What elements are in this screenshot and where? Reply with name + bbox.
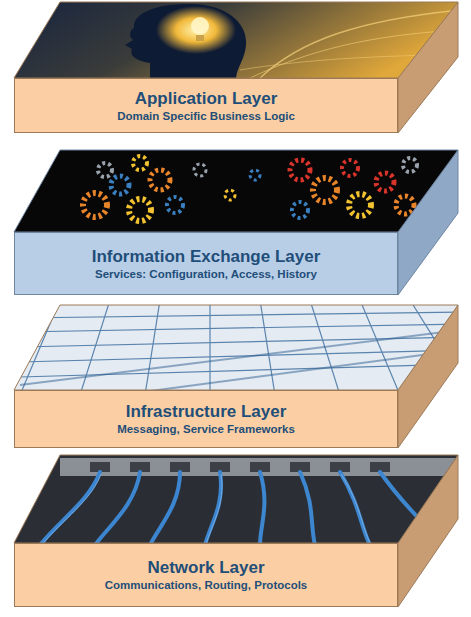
layer-title: Network Layer [147,558,264,578]
information-exchange-slab-part-part-part [250,170,260,180]
application-slab-part [0,0,471,80]
infrastructure-slab-part-part-part [209,300,210,395]
information-exchange-slab-part-part-part [292,202,308,218]
information-exchange-slab [0,145,471,295]
application-slab-part-part [0,0,471,80]
infrastructure-slab-part-part-part [360,300,400,395]
infrastructure-slab-part-part-part [20,330,460,385]
information-exchange-slab-part-part-part [83,193,107,217]
infrastructure-slab-part-part-part [260,300,275,395]
information-exchange-slab-part-part-part [225,190,235,200]
network-slab-part-part-part [341,474,371,545]
layer-title: Infrastructure Layer [126,402,287,422]
network-slab-part-part-part [300,472,315,545]
infrastructure-slab-part-part-part [20,312,460,318]
network-slab-part-part [0,450,471,545]
layer-front-face: Infrastructure LayerMessaging, Service F… [14,390,398,448]
network-slab-part-part-part [40,472,100,545]
network-slab-part-part-part [205,472,221,545]
application-slab-part-part [125,4,246,80]
infrastructure-slab-part-part-part [20,350,460,362]
infrastructure-slab-part [0,300,471,395]
layer-front-face: Application LayerDomain Specific Busines… [14,78,398,133]
information-exchange-slab-part-part-part [133,156,147,170]
layer-front-face: Information Exchange LayerServices: Conf… [14,232,398,295]
information-exchange-slab-part-part-part [313,178,337,202]
infrastructure-slab-part-part-part [80,300,110,395]
layer-subtitle: Messaging, Service Frameworks [117,422,295,436]
infrastructure-slab-part-part-part [120,350,460,395]
application-slab-part-part [260,10,460,78]
application-slab-part-part [156,6,236,54]
layer-title: Application Layer [135,89,278,109]
information-exchange-slab-part-part-part [98,163,112,177]
information-exchange-slab-part-part-part [290,160,310,180]
network-slab-part-part [90,462,390,472]
network-slab-part [14,455,458,543]
network-slab-part-part-part [42,474,101,545]
information-exchange-slab-part-part-part [194,164,206,176]
network-slab-part-part-part [95,472,140,545]
infrastructure-slab-part-part [0,300,471,395]
information-exchange-slab-part-part [0,145,471,235]
information-exchange-slab-part [14,150,458,232]
infrastructure-slab-part-part-part [20,324,460,332]
information-exchange-slab-part-part-part [342,160,358,176]
infrastructure-slab-part-part [20,300,460,395]
information-exchange-slab-part-part [83,156,417,221]
information-exchange-slab-part-part-part [129,199,151,221]
network-slab-part-part [42,474,371,545]
application-slab-part-part [240,55,460,70]
application-slab [0,0,471,133]
infrastructure-slab-part [14,305,458,390]
application-slab-part-part [196,35,204,41]
information-exchange-slab-part-part-part [349,194,371,216]
network-slab-part-part-part [260,472,264,545]
infrastructure-slab [0,300,471,448]
information-exchange-slab-part-part-part [396,196,414,214]
information-exchange-slab-part-part-part [167,197,183,213]
network-slab-part-part-part [340,472,370,545]
information-exchange-slab-part-part-part [150,170,170,190]
information-exchange-slab-part [0,145,471,235]
network-slab-part [0,450,471,545]
layer-subtitle: Services: Configuration, Access, History [95,267,317,281]
layer-front-face: Network LayerCommunications, Routing, Pr… [14,543,398,607]
layer-subtitle: Communications, Routing, Protocols [105,578,308,592]
infrastructure-slab-part-part [20,330,460,395]
application-slab-part-part [191,17,209,35]
network-slab [0,450,471,607]
layer-title: Information Exchange Layer [92,247,321,267]
network-slab-part-part [40,472,430,545]
network-slab-part-part-part [380,472,430,530]
network-slab-part-part-part [150,472,180,545]
information-exchange-slab-part-part-part [111,176,129,194]
application-slab-part [14,2,458,78]
application-slab-part-part [250,30,460,78]
network-slab-part-part-part [206,474,222,545]
information-exchange-slab-part-part-part [403,158,417,172]
information-exchange-slab-part-part-part [376,173,394,191]
infrastructure-slab-part-part-part [145,300,160,395]
layer-subtitle: Domain Specific Business Logic [117,109,295,123]
